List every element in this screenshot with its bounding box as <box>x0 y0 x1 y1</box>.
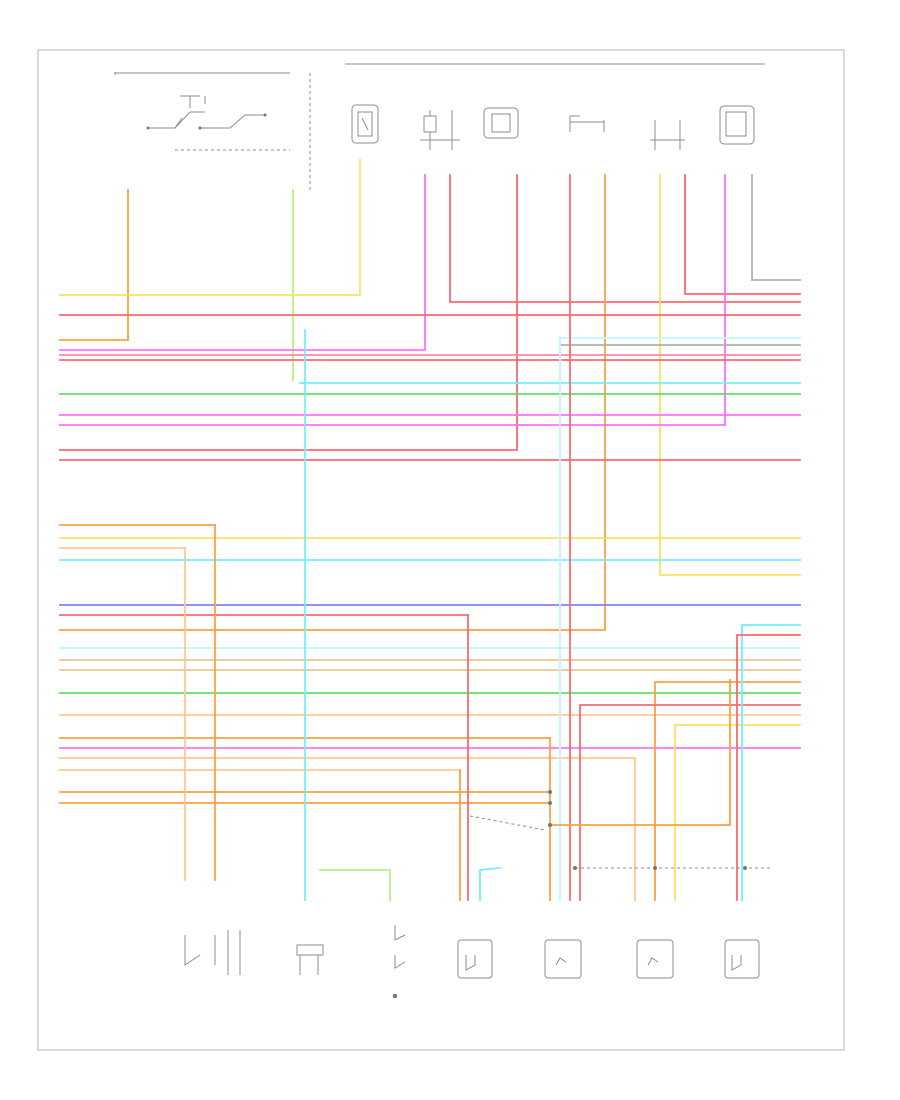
sensor-icon <box>296 944 324 975</box>
switch-icon <box>392 925 406 999</box>
heated-sensor-icon <box>724 939 760 979</box>
oxygen-sensor-4 <box>724 939 760 979</box>
oxygen-sensor-1 <box>457 939 493 979</box>
coast-clutch-solenoid <box>483 107 519 139</box>
switch-contacts-icon <box>146 95 290 151</box>
oxygen-sensor-3 <box>636 939 674 979</box>
splice-points <box>548 790 747 870</box>
heated-sensor-icon <box>457 939 493 979</box>
heated-sensor-icon <box>636 939 674 979</box>
output-shaft-speed-sensor <box>296 944 324 975</box>
park-neutral-switch <box>184 930 241 975</box>
shift-solenoid-b <box>420 110 460 150</box>
torque-converter-clutch-solenoid <box>719 105 755 145</box>
solenoid-icon <box>357 111 373 137</box>
pressure-control-solenoid <box>650 120 685 150</box>
wires <box>59 159 801 901</box>
oxygen-sensor-2 <box>544 939 582 979</box>
transmission-fluid-temp-sensor <box>569 115 605 132</box>
brake-switch-group <box>114 72 311 190</box>
diagram-frame <box>37 49 845 1051</box>
heated-sensor-icon <box>544 939 582 979</box>
4x4-low-switch <box>392 925 406 999</box>
switch-icon <box>184 930 241 975</box>
shift-solenoid-a <box>351 104 379 144</box>
